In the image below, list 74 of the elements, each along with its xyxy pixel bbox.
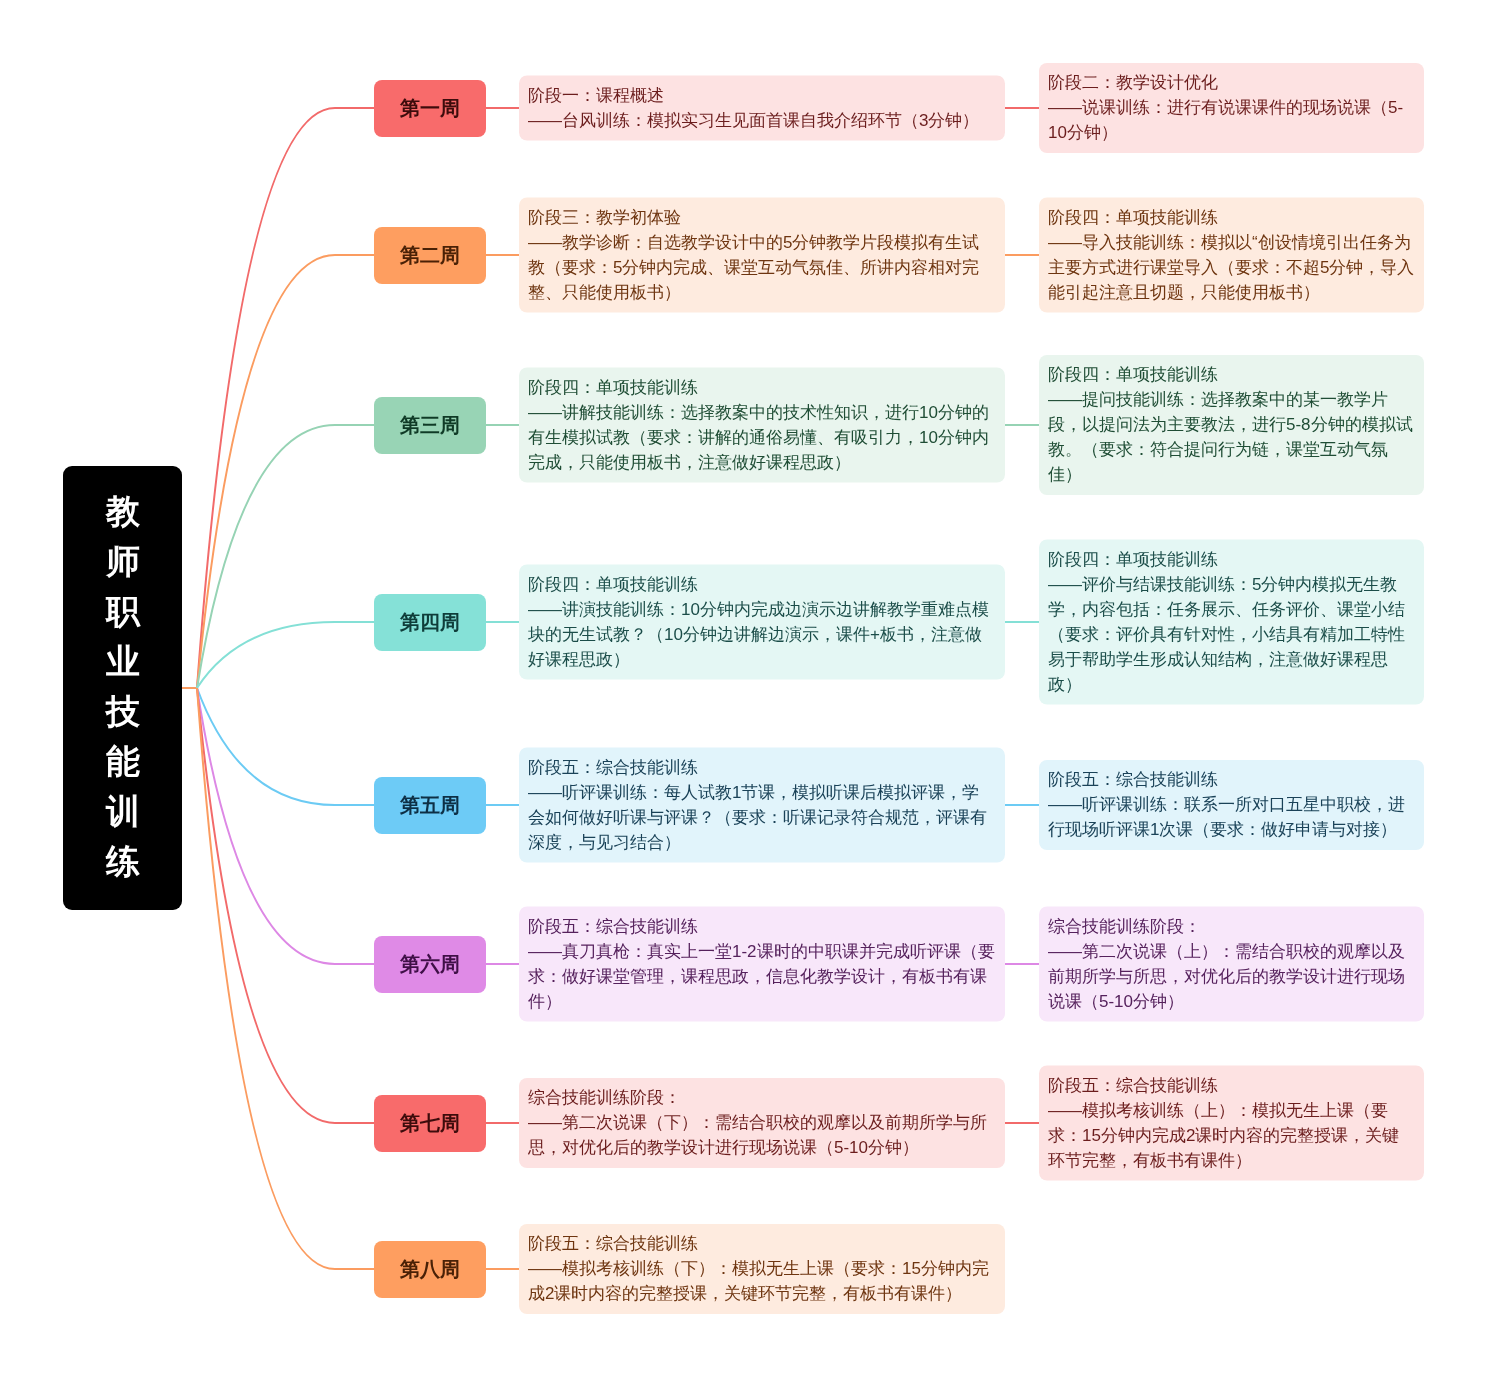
connector-line: [1004, 107, 1040, 109]
branch-curve: [196, 687, 375, 1270]
connector-line: [1004, 963, 1040, 965]
stage-description: ——听评课训练：联系一所对口五星中职校，进行现场听评课1次课（要求：做好申请与对接）: [1048, 794, 1406, 841]
topic-box: [519, 197, 1005, 313]
connector-line: [485, 1122, 520, 1124]
stage-description: ——听评课训练：每人试教1节课，模拟听课后模拟评课，学会如何做好听课与评课？（要求：听课记录符合规范，评课有深度，与见习结合）: [528, 781, 988, 854]
stage-heading: 综合技能训练阶段：: [528, 1087, 682, 1109]
stage-heading: 阶段五：综合技能训练: [528, 756, 699, 779]
stage-description: ——讲解技能训练：选择教案中的技术性知识，进行10分钟的有生模拟试教（要求：讲解的通俗易懂、有吸引力，10分钟内完成，只能使用板书，注意做好课程思政）: [528, 401, 990, 474]
stage-description: ——台风训练：模拟实习生见面首课自我介绍环节（3分钟）: [528, 109, 981, 132]
connector-line: [1004, 1122, 1040, 1124]
connector-line: [485, 804, 520, 806]
stage-description: ——真刀真枪：真实上一堂1-2课时的中职课并完成听评课（要求：做好课堂管理，课程思政，信息化教学设计，有板书有课件）: [528, 940, 996, 1013]
stage-heading: 阶段四：单项技能训练: [528, 376, 699, 399]
stage-description: ——模拟考核训练（下）：模拟无生上课（要求：15分钟内完成2课时内容的完整授课，关键环节完整，有板书有课件）: [528, 1258, 990, 1305]
topic-box: [519, 906, 1005, 1022]
connector-line: [485, 424, 520, 426]
branch-curve: [196, 424, 375, 689]
connector-line: [485, 1268, 520, 1270]
stage-description: ——教学诊断：自选教学设计中的5分钟教学片段模拟有生试教（要求：5分钟内完成、课堂互动气氛佳、所讲内容相对完整、只能使用板书）: [528, 231, 981, 304]
connector-line: [485, 963, 520, 965]
stage-heading: 阶段五：综合技能训练: [1048, 1074, 1219, 1097]
stage-description: ——导入技能训练：模拟以“创设情境引出任务为主要方式进行课堂导入（要求：不超5分钟，导入能引起注意且切题，只能使用板书）: [1048, 231, 1415, 304]
stage-heading: 阶段四：单项技能训练: [1048, 364, 1219, 386]
topic-box: [1039, 197, 1424, 313]
topic-box: [519, 1078, 1005, 1168]
stage-heading: 阶段五：综合技能训练: [528, 915, 699, 938]
connector-line: [1004, 424, 1040, 426]
stage-description: ——评价与结课技能训练：5分钟内模拟无生教学，内容包括：任务展示、任务评价、课堂小结（要求：评价具有针对性，小结具有精加工特性易于帮助学生形成认知结构，注意做好课程思政）: [1048, 573, 1406, 696]
topic-box: [1039, 355, 1424, 495]
topic-box: [1039, 539, 1424, 705]
topic-box: [519, 75, 1005, 141]
topic-box: [519, 564, 1005, 680]
connector-line: [1004, 254, 1040, 256]
trunk-line: [181, 687, 198, 689]
stage-heading: 阶段四：单项技能训练: [1048, 206, 1219, 229]
topic-box: [519, 1224, 1005, 1314]
connector-line: [485, 107, 520, 109]
week-box: 第一周: [374, 79, 486, 137]
week-box: 第五周: [374, 776, 486, 834]
stage-heading: 阶段四：单项技能训练: [1048, 548, 1219, 571]
stage-description: ——第二次说课（下）：需结合职校的观摩以及前期所学与所思，对优化后的教学设计进行现场说课（5-10分钟）: [528, 1112, 988, 1159]
stage-heading: 阶段五：综合技能训练: [1048, 769, 1219, 791]
stage-heading: 阶段一：课程概述: [528, 84, 665, 107]
connector-line: [485, 254, 520, 256]
week-box: 第三周: [374, 396, 486, 454]
topic-box: [519, 747, 1005, 863]
topic-box: [1039, 63, 1424, 153]
week-box: 第四周: [374, 593, 486, 651]
topic-box: [1039, 1065, 1424, 1181]
stage-description: ——说课训练：进行有说课课件的现场说课（5-10分钟）: [1048, 97, 1405, 144]
connector-line: [485, 621, 520, 623]
stage-heading: 阶段五：综合技能训练: [528, 1233, 699, 1255]
stage-description: ——提问技能训练：选择教案中的某一教学片段，以提问法为主要教法，进行5-8分钟的模拟试教。（要求：符合提问行为链，课堂互动气氛佳）: [1048, 389, 1414, 486]
root-box: 教师职业技能训练: [63, 466, 182, 910]
topic-box: [1039, 906, 1424, 1022]
connector-line: [1004, 621, 1040, 623]
stage-description: ——讲演技能训练：10分钟内完成边演示边讲解教学重难点模块的无生试教？（10分钟边讲解边演示，课件+板书，注意做好课程思政）: [528, 598, 990, 671]
week-box: 第八周: [374, 1240, 486, 1298]
stage-heading: 综合技能训练阶段：: [1048, 915, 1202, 938]
connector-line: [1004, 804, 1040, 806]
week-box: 第六周: [374, 935, 486, 993]
stage-heading: 阶段三：教学初体验: [528, 206, 682, 229]
branch-curve: [196, 621, 375, 689]
week-box: 第二周: [374, 226, 486, 284]
stage-heading: 阶段四：单项技能训练: [528, 573, 699, 596]
topic-box: [1039, 760, 1424, 850]
branch-curve: [196, 687, 375, 806]
stage-description: ——第二次说课（上）：需结合职校的观摩以及前期所学与所思，对优化后的教学设计进行现场说课（5-10分钟）: [1048, 940, 1406, 1013]
topic-box: [519, 367, 1005, 483]
stage-heading: 阶段二：教学设计优化: [1048, 72, 1219, 94]
stage-description: ——模拟考核训练（上）：模拟无生上课（要求：15分钟内完成2课时内容的完整授课，关键环节完整，有板书有课件）: [1048, 1099, 1401, 1172]
week-box: 第七周: [374, 1094, 486, 1152]
